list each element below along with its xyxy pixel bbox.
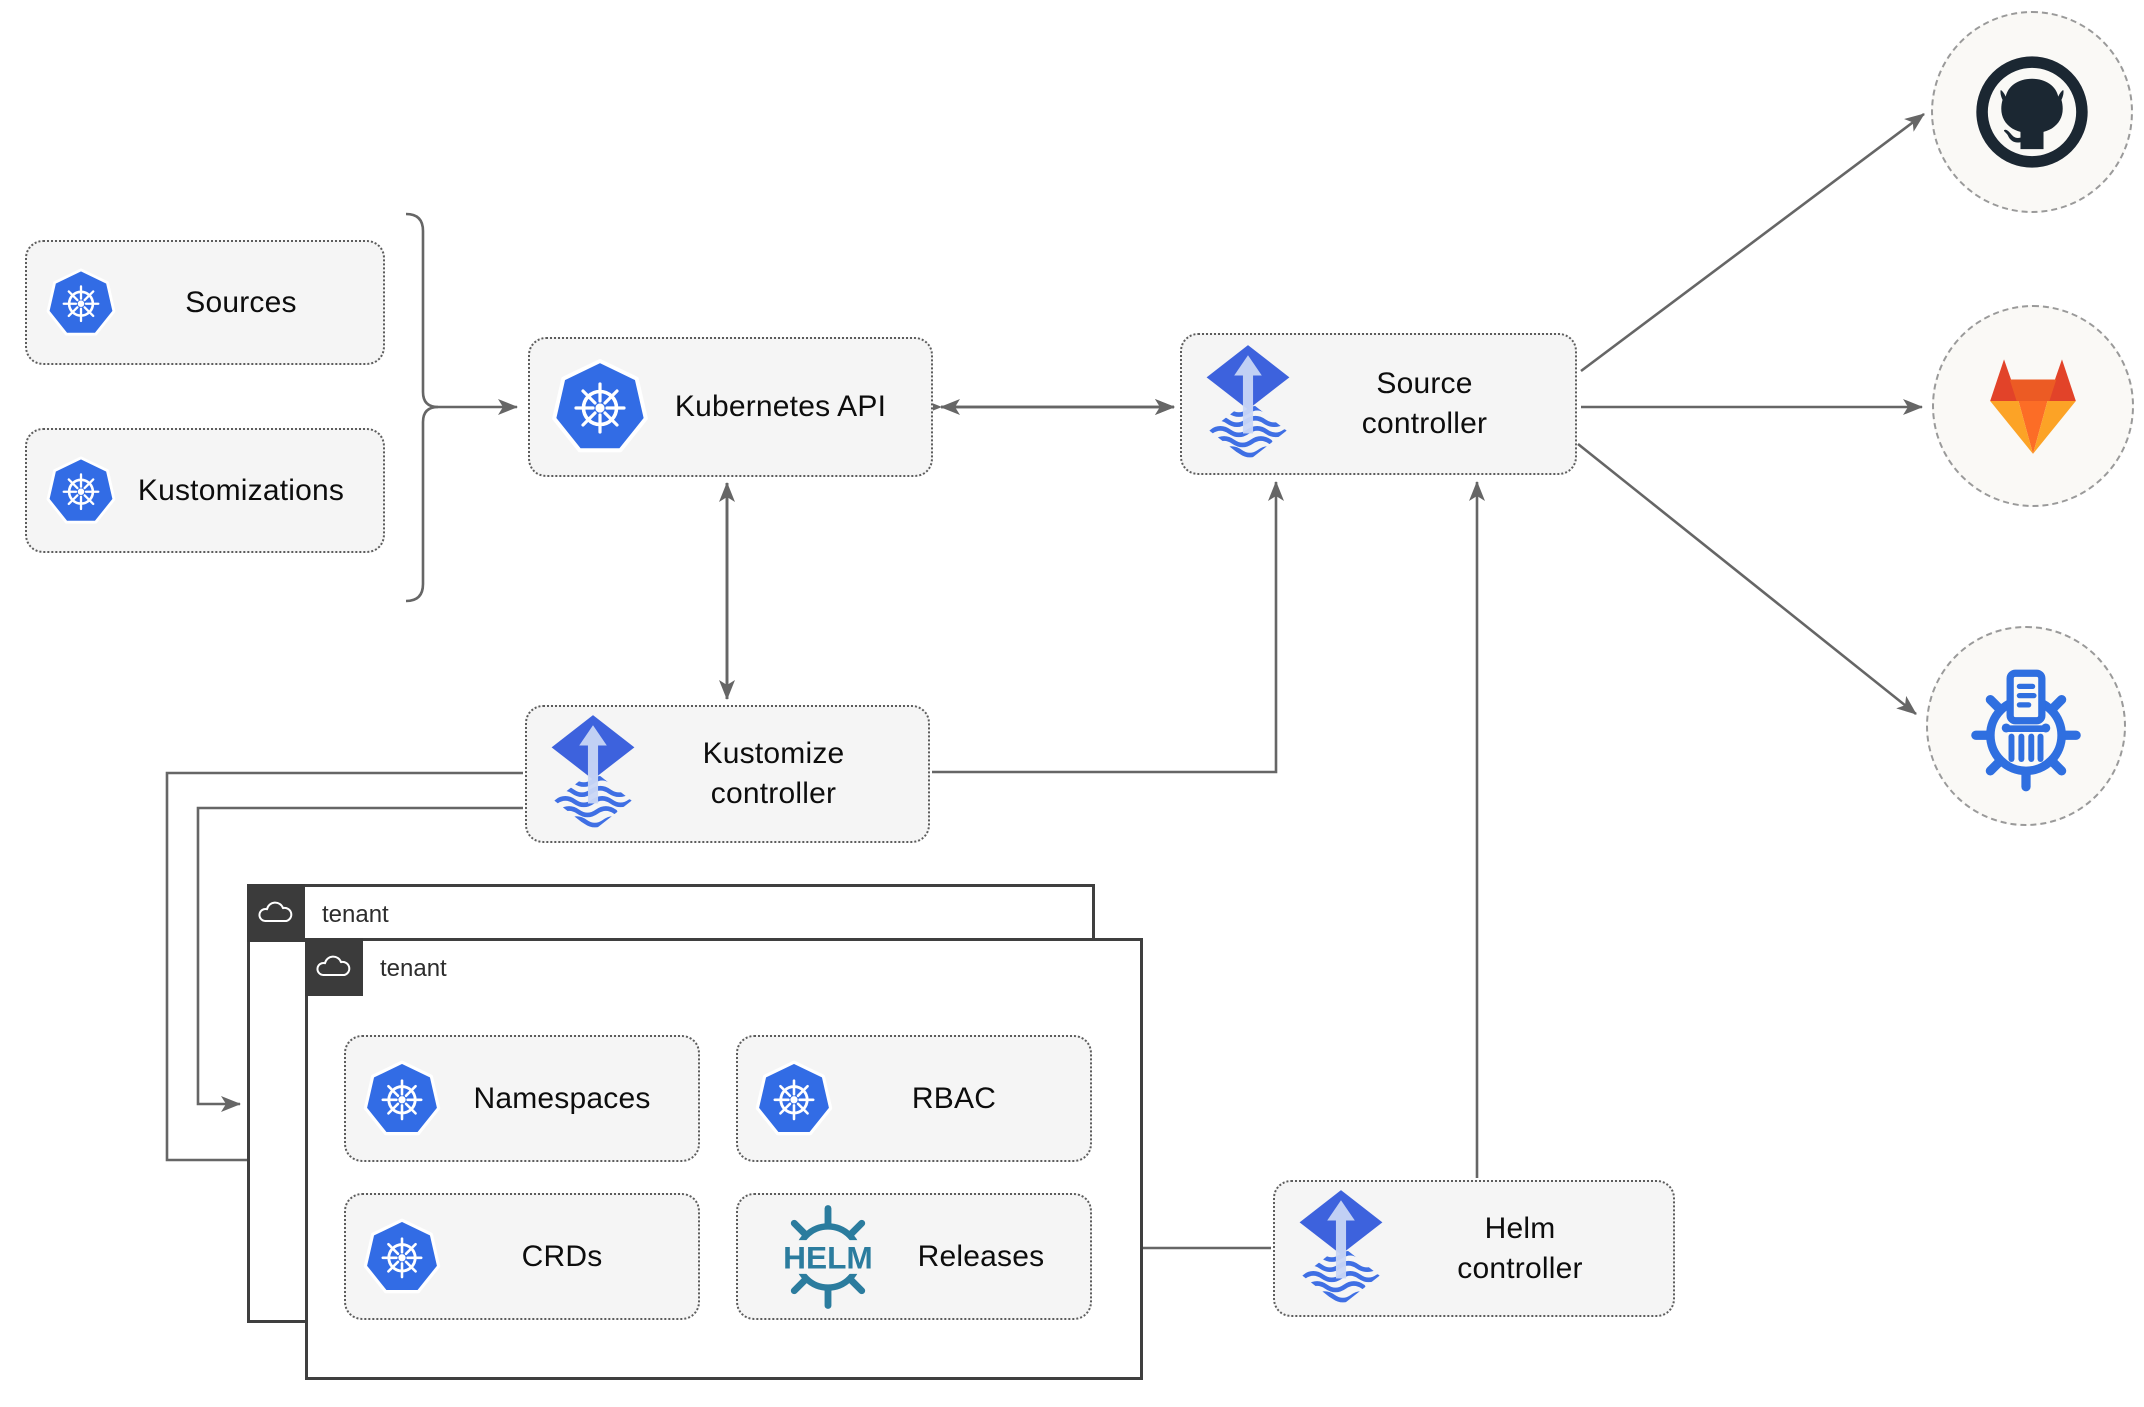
node-label: RBAC	[911, 1081, 997, 1115]
node-github	[1931, 11, 2133, 213]
edge-source-github	[1580, 112, 1925, 373]
node-source-controller: Source controller	[1180, 333, 1577, 475]
tenant-tag	[305, 938, 363, 996]
cloud-icon	[256, 899, 296, 927]
kubernetes-icon	[45, 453, 117, 529]
node-label: Source controller	[1361, 367, 1488, 440]
edge-brace-to-kubernetes-api	[405, 212, 518, 415]
flux-icon	[547, 713, 639, 835]
node-crds: CRDs	[344, 1193, 700, 1320]
node-kustomizations: Kustomizations	[25, 428, 385, 553]
kubernetes-icon	[362, 1215, 442, 1299]
node-label: Kustomizations	[137, 473, 345, 507]
tenant-label: tenant	[380, 955, 447, 982]
tenant-label: tenant	[322, 901, 389, 928]
node-namespaces: Namespaces	[344, 1035, 700, 1162]
node-kubernetes-api: Kubernetes API	[528, 337, 933, 477]
node-label: Releases	[917, 1239, 1045, 1273]
node-label: CRDs	[521, 1239, 603, 1273]
node-releases: Releases	[736, 1193, 1092, 1320]
edge-kustomize-source	[932, 481, 1284, 774]
node-label: Helm controller	[1457, 1211, 1583, 1285]
flux-icon	[1295, 1188, 1387, 1310]
kubernetes-icon	[45, 265, 117, 341]
github-icon	[1968, 48, 2096, 176]
node-gitlab	[1932, 305, 2134, 507]
chartmuseum-icon	[1960, 660, 2092, 792]
kubernetes-icon	[550, 354, 650, 460]
node-rbac: RBAC	[736, 1035, 1092, 1162]
node-helm-repository	[1926, 626, 2126, 826]
node-label: Namespaces	[473, 1081, 651, 1115]
tenant-tag	[247, 884, 305, 942]
edge-source-chartmuseum	[1577, 442, 1917, 716]
node-label: Sources	[185, 285, 297, 319]
node-sources: Sources	[25, 240, 385, 365]
node-kustomize-controller: Kustomize controller	[525, 705, 930, 843]
kubernetes-icon	[754, 1057, 834, 1141]
kubernetes-icon	[362, 1057, 442, 1141]
node-helm-controller: Helm controller	[1273, 1180, 1675, 1317]
cloud-icon	[314, 953, 354, 981]
helm-icon	[754, 1199, 902, 1315]
gitlab-icon	[1970, 343, 2096, 469]
flux-icon	[1202, 343, 1294, 465]
node-label: Kustomize controller	[702, 737, 845, 810]
node-label: Kubernetes API	[674, 390, 887, 424]
